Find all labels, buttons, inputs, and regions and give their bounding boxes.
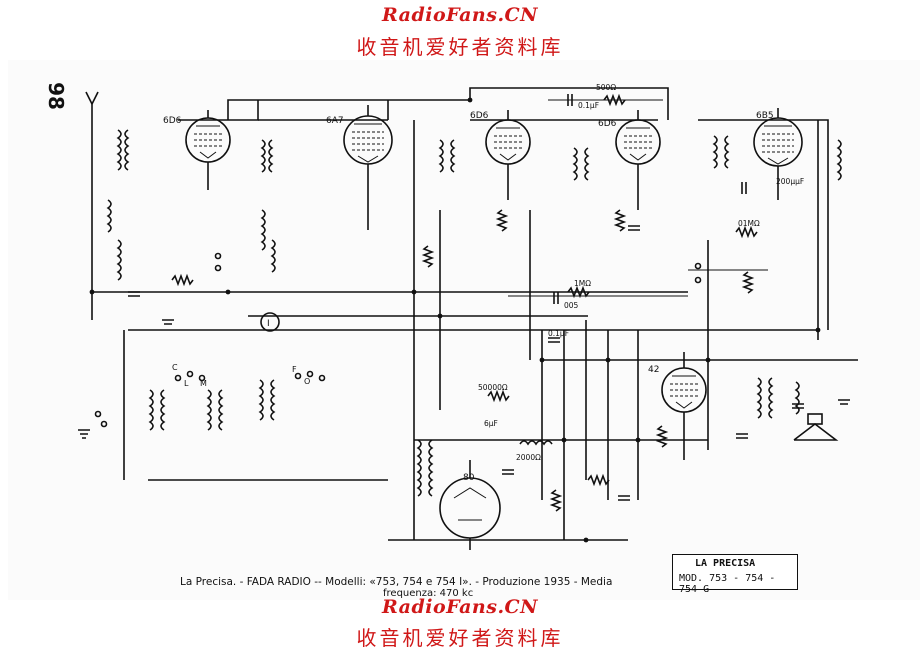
label-r-50000: 50000Ω xyxy=(478,383,508,392)
caption-line2: frequenza: 470 kc xyxy=(383,588,474,599)
model-title-box: LA PRECISA MOD. 753 - 754 - 754 G xyxy=(672,554,798,595)
svg-text:6A7: 6A7 xyxy=(326,116,344,126)
tube-6d6-2 xyxy=(485,110,531,200)
tube-80 xyxy=(439,460,501,550)
antenna-symbol xyxy=(85,91,99,320)
tube-6d6-1 xyxy=(185,110,231,190)
tube-6d6-3 xyxy=(615,110,661,210)
watermark-site-top: RadioFans.CN xyxy=(381,4,539,26)
svg-text:6B5: 6B5 xyxy=(756,111,774,121)
tube-6a7 xyxy=(343,105,393,230)
label-meter: I xyxy=(267,319,270,329)
label-r-500: 500Ω xyxy=(596,83,616,92)
svg-text:6D6: 6D6 xyxy=(470,111,489,121)
speaker-symbol xyxy=(793,413,839,441)
label-switch-c: C xyxy=(172,363,178,372)
svg-text:6D6: 6D6 xyxy=(598,119,617,129)
svg-text:80: 80 xyxy=(463,473,475,483)
svg-text:42: 42 xyxy=(648,365,659,375)
label-switch-m: M xyxy=(200,379,207,388)
title-box-line2: MOD. 753 - 754 - 754 G xyxy=(679,573,776,595)
label-r-1m: 1MΩ xyxy=(574,279,591,288)
label-c-6uf: 6μF xyxy=(484,419,498,428)
label-c-005: 005 xyxy=(564,301,579,310)
watermark-chinese-bottom: 收音机爱好者资料库 xyxy=(356,626,564,650)
label-c-01uf-top: 0.1μF xyxy=(578,101,599,110)
label-r-2000: 2000Ω xyxy=(516,453,541,462)
watermark-chinese-top: 收音机爱好者资料库 xyxy=(356,35,564,59)
caption-line1: La Precisa. - FADA RADIO -- Modelli: «75… xyxy=(180,576,613,588)
watermark-site-bottom: RadioFans.CN xyxy=(381,596,539,618)
label-switch-o: O xyxy=(304,377,310,386)
label-switch-l: L xyxy=(184,379,189,388)
label-r-01m: 01MΩ xyxy=(738,219,760,228)
tube-42 xyxy=(661,352,707,460)
svg-text:6D6: 6D6 xyxy=(163,116,182,126)
tube-6b5 xyxy=(753,108,803,200)
title-box-line1: LA PRECISA xyxy=(695,558,756,569)
page-number: 98 xyxy=(43,82,68,110)
schematic-sheet: 6D6 6A7 6D6 6D xyxy=(8,60,920,600)
label-c-200: 200μμF xyxy=(776,177,804,186)
label-c-01: 0.1μF xyxy=(548,329,569,338)
meter-symbol xyxy=(260,312,280,332)
label-switch-f: F xyxy=(292,365,297,374)
schematic-diagram: 6D6 6A7 6D6 6D xyxy=(78,83,858,550)
